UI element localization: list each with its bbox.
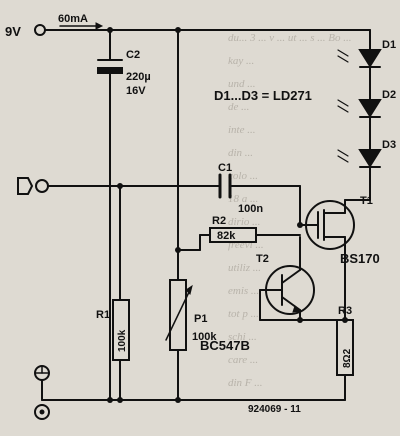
t2-ref-label: T2 xyxy=(256,253,269,265)
diode-d1 xyxy=(358,49,382,68)
t1-type-label: BS170 xyxy=(340,251,380,266)
c1-ref-label: C1 xyxy=(218,162,232,174)
r2-ref-label: R2 xyxy=(212,215,226,227)
background-text-line: und ... xyxy=(228,78,256,90)
d2-label: D2 xyxy=(382,89,396,101)
p1-ref-label: P1 xyxy=(194,313,207,325)
background-text-line: din ... xyxy=(228,147,254,159)
background-text-line: emis ... xyxy=(228,285,260,297)
supply-voltage-label: 9V xyxy=(5,24,21,39)
background-text-line: du... 3 ... v ... ut ... s ... Bo ... xyxy=(228,32,352,44)
t1-ref-label: T1 xyxy=(360,195,373,207)
diode-note-label: D1...D3 = LD271 xyxy=(214,88,312,103)
d1-label: D1 xyxy=(382,39,396,51)
t2-type-label: BC547B xyxy=(200,338,250,353)
p1-value-label: 100k xyxy=(192,331,217,343)
r3-ref-label: R3 xyxy=(338,305,352,317)
input-jack-icon xyxy=(17,177,49,195)
background-text-line: kay ... xyxy=(228,55,255,67)
transistor-t1 xyxy=(299,199,355,291)
background-text-line: care ... xyxy=(228,354,259,366)
diode-d2 xyxy=(358,99,382,118)
background-text-line: 18 a ... xyxy=(228,193,259,205)
d3-label: D3 xyxy=(382,139,396,151)
r1-value-label: 100k xyxy=(117,329,128,352)
diode-d3 xyxy=(358,149,382,168)
background-text-line: tot p ... xyxy=(228,308,259,320)
output-terminal-icon xyxy=(34,404,50,420)
c1-value-label: 100n xyxy=(238,203,263,215)
c2-value-label: 220µ xyxy=(126,71,151,83)
c2-rating-label: 16V xyxy=(126,85,146,97)
r3-value-label: 8Ω2 xyxy=(342,348,353,368)
background-text-line: colo ... xyxy=(228,170,258,182)
ground-terminal-icon xyxy=(34,365,50,381)
r1-ref-label: R1 xyxy=(96,309,110,321)
background-text-line: din F ... xyxy=(228,377,263,389)
junction-dots xyxy=(107,27,348,403)
background-text-line: inte ... xyxy=(228,124,256,136)
background-text-line: de ... xyxy=(228,101,250,113)
r2-value-label: 82k xyxy=(217,230,236,242)
c2-ref-label: C2 xyxy=(126,49,140,61)
background-text-line: dirio ... xyxy=(228,216,261,228)
background-text-line: utiliz ... xyxy=(228,262,262,274)
transistor-t2 xyxy=(259,236,315,315)
figure-number: 924069 - 11 xyxy=(248,404,301,415)
supply-current-label: 60mA xyxy=(58,13,88,25)
background-text-line: schi ... xyxy=(228,331,257,343)
supply-terminal xyxy=(34,24,46,36)
